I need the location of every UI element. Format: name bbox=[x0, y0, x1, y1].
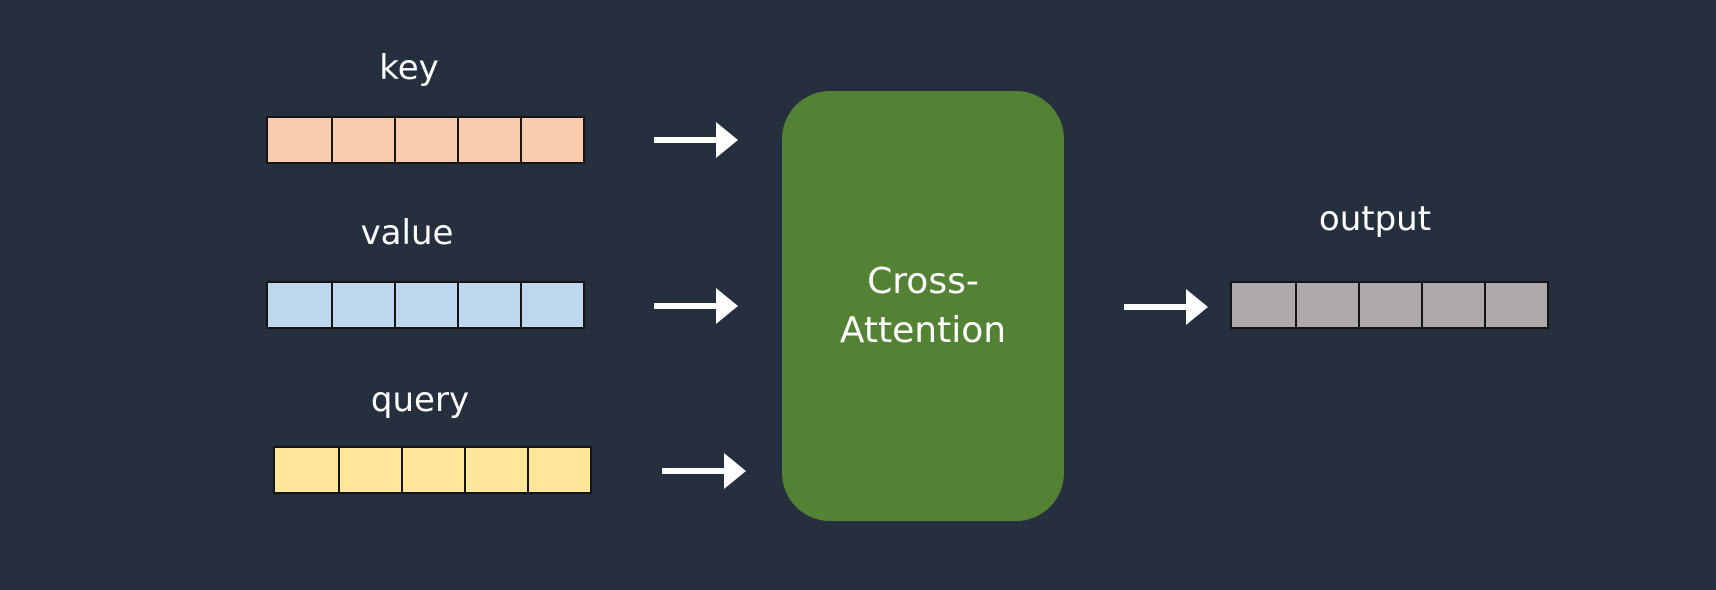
value-cell bbox=[457, 283, 520, 327]
value-arrow-icon bbox=[654, 288, 738, 324]
output-vector bbox=[1230, 281, 1549, 329]
query-cell bbox=[275, 448, 338, 492]
key-cell bbox=[394, 118, 457, 162]
key-cell bbox=[268, 118, 331, 162]
query-cell bbox=[401, 448, 464, 492]
output-cell bbox=[1358, 283, 1421, 327]
output-cell bbox=[1232, 283, 1295, 327]
output-cell bbox=[1421, 283, 1484, 327]
key-cell bbox=[331, 118, 394, 162]
value-cell bbox=[394, 283, 457, 327]
value-cell bbox=[331, 283, 394, 327]
query-arrow-icon bbox=[662, 453, 746, 489]
cross-attention-line-2: Attention bbox=[839, 310, 1007, 351]
key-arrow-icon bbox=[654, 122, 738, 158]
query-cell bbox=[464, 448, 527, 492]
key-label: key bbox=[379, 48, 439, 88]
cross-attention-line-1: Cross- bbox=[867, 261, 979, 302]
query-vector bbox=[273, 446, 592, 494]
cross-attention-block: Cross- Attention bbox=[782, 91, 1064, 521]
value-cell bbox=[268, 283, 331, 327]
output-arrow-icon bbox=[1124, 289, 1208, 325]
query-cell bbox=[527, 448, 590, 492]
value-label: value bbox=[360, 213, 454, 253]
key-cell bbox=[457, 118, 520, 162]
cross-attention-label: Cross- Attention bbox=[840, 257, 1006, 355]
key-cell bbox=[520, 118, 583, 162]
key-vector bbox=[266, 116, 585, 164]
value-vector bbox=[266, 281, 585, 329]
output-cell bbox=[1295, 283, 1358, 327]
query-label: query bbox=[370, 380, 470, 420]
value-cell bbox=[520, 283, 583, 327]
output-label: output bbox=[1318, 199, 1432, 239]
output-cell bbox=[1484, 283, 1547, 327]
query-cell bbox=[338, 448, 401, 492]
